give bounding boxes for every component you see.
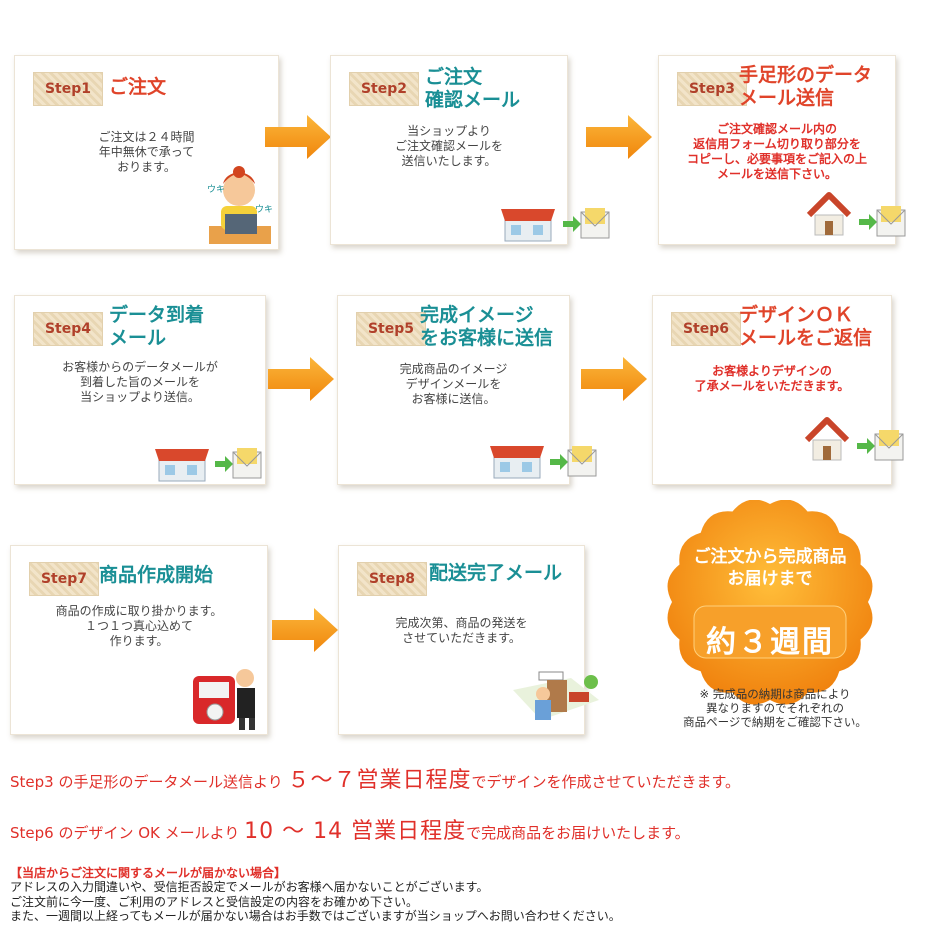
house-icon [804,417,850,461]
step-title: デザインＯＫ メールをご返信 [739,304,873,349]
arrow-right-icon [265,115,331,159]
step-title: 完成イメージ をお客様に送信 [420,304,554,349]
step-label: Step5 [356,312,426,346]
step-label: Step6 [671,312,741,346]
step-label: Step8 [357,562,427,596]
mail-arrow-icon [563,208,610,239]
step-label: Step3 [677,72,747,106]
step-label: Step2 [349,72,419,106]
step-card-1: Step1 ご注文 ご注文は２４時間 年中無休で承って おります。 ウキ ウキ [7,50,279,250]
step-description: 完成次第、商品の発送を させていただきます。 [395,616,528,645]
step-description: 完成商品のイメージ デザインメールを お客様に送信。 [399,362,508,406]
step-card-2: Step2 ご注文 確認メール 当ショップより ご注文確認メールを 送信いたしま… [323,50,610,245]
info-highlight: ５～７営業日程度 [287,768,472,793]
step-description: 商品の作成に取り掛かります。 １つ１つ真心込めて 作ります。 [55,604,223,648]
badge-duration: 約３週間 [706,625,834,660]
shop-icon [490,446,544,479]
step-title: ご注文 [109,76,167,98]
mail-arrow-icon [550,446,597,477]
arrow-right-icon [586,115,652,159]
step-card-6: Step6 デザインＯＫ メールをご返信 お客様よりデザインの 了承メールをいた… [645,290,904,485]
step-description: お客様よりデザインの 了承メールをいただきます。 [694,364,850,393]
step-title: 配送完了メール [429,562,563,584]
step-description: ご注文は２４時間 年中無休で承って おります。 [98,130,195,174]
house-icon [806,192,852,236]
mail-arrow-icon [859,206,906,237]
svg-text:ウキ: ウキ [255,204,273,215]
badge-note: ※ 完成品の納期は商品により 異なりますのでそれぞれの 商品ページで納期をご確認… [683,687,867,729]
step-card-5: Step5 完成イメージ をお客様に送信 完成商品のイメージ デザインメールを … [330,290,597,485]
info-line-1: Step3 の手足形のデータメール送信より ５～７営業日程度でデザインを作成させ… [10,768,741,793]
mail-arrow-icon [857,430,904,461]
info-highlight: 10 ～ 14 営業日程度 [244,819,467,844]
step-label: Step4 [33,312,103,346]
duration-badge [667,500,873,705]
typing-person-icon: ウキ ウキ [207,166,273,244]
step-card-4: Step4 データ到着 メール お客様からのデータメールが 到着した旨のメールを… [7,290,266,485]
step-title: ご注文 確認メール [425,66,521,111]
warning-text: アドレスの入力間違いや、受信拒否設定でメールがお客様へ届かないことがございます。… [10,880,621,923]
mail-arrow-icon [215,448,262,479]
step-card-8: Step8 配送完了メール 完成次第、商品の発送を させていただきます。 [331,540,599,735]
badge-burst-shape [667,500,873,705]
step-description: 当ショップより ご注文確認メールを 送信いたします。 [394,124,503,168]
info-line-2: Step6 のデザイン OK メールより 10 ～ 14 営業日程度で完成商品を… [10,819,690,844]
worker-machine-icon [193,669,255,730]
step-card-3: Step3 手足形のデータ メール送信 ご注文確認メール内の 返信用フォーム切り… [651,50,906,245]
step-label: Step1 [33,72,103,106]
arrow-right-icon [272,608,338,652]
shop-icon [501,209,555,242]
arrow-right-icon [268,357,334,401]
step-title: 商品作成開始 [99,564,214,586]
shop-icon [155,449,209,482]
warning-heading: 【当店からご注文に関するメールが届かない場合】 [10,866,287,880]
step-label: Step7 [29,562,99,596]
step-title: データ到着 メール [109,304,205,349]
badge-heading: ご注文から完成商品 お届けまで [693,547,847,589]
arrow-right-icon [581,357,647,401]
step-title: 手足形のデータ メール送信 [739,64,873,109]
step-description: ご注文確認メール内の 返信用フォーム切り取り部分を コピーし、必要事項をご記入の… [686,122,867,181]
svg-text:ウキ: ウキ [207,184,225,195]
delivery-icon [513,671,599,720]
step-description: お客様からのデータメールが 到着した旨のメールを 当ショップより送信。 [62,360,218,404]
step-card-7: Step7 商品作成開始 商品の作成に取り掛かります。 １つ１つ真心込めて 作り… [3,540,268,735]
